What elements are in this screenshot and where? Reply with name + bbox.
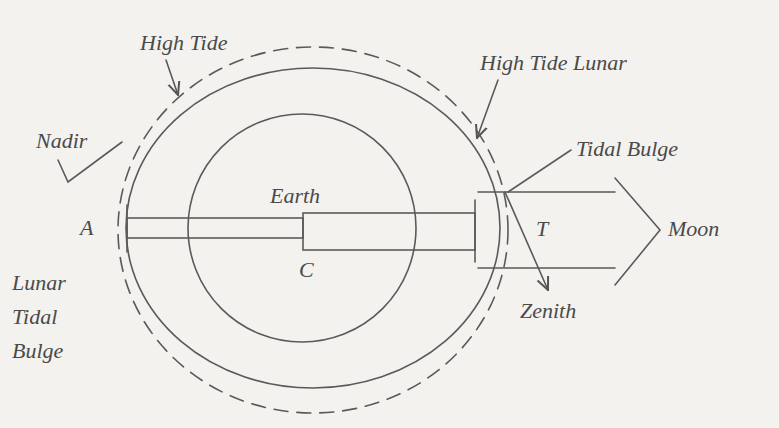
tick-left xyxy=(126,205,128,252)
high-tide-label: High Tide xyxy=(140,30,227,56)
center-label: C xyxy=(299,257,314,283)
high-tide-leader xyxy=(166,60,178,95)
earth-circle-outline xyxy=(188,114,416,342)
rod-right xyxy=(303,213,475,250)
tidal-bulge-leader xyxy=(508,150,571,192)
tidal-bulge-label: Tidal Bulge xyxy=(576,136,678,162)
zenith-label: Zenith xyxy=(520,298,576,324)
point-label: T xyxy=(536,216,548,242)
tidal-envelope-dashed xyxy=(118,47,508,413)
zenith-arrow xyxy=(505,192,548,290)
earth-outline xyxy=(187,113,417,343)
point-label: A xyxy=(80,215,93,241)
rod-left xyxy=(127,218,303,238)
high-tide-lunar-leader xyxy=(477,80,498,138)
nadir-label: Nadir xyxy=(36,128,87,154)
tick-right xyxy=(474,200,476,262)
earth-label: Earth xyxy=(270,183,320,209)
tidal-envelope xyxy=(126,68,500,388)
earth-circle: EarthC xyxy=(187,113,417,343)
high-tide-lunar-label: High Tide Lunar xyxy=(480,50,627,76)
lunar-tidal-bulge-label: Lunar Tidal Bulge xyxy=(12,266,90,368)
moon-label: Moon xyxy=(668,216,719,242)
